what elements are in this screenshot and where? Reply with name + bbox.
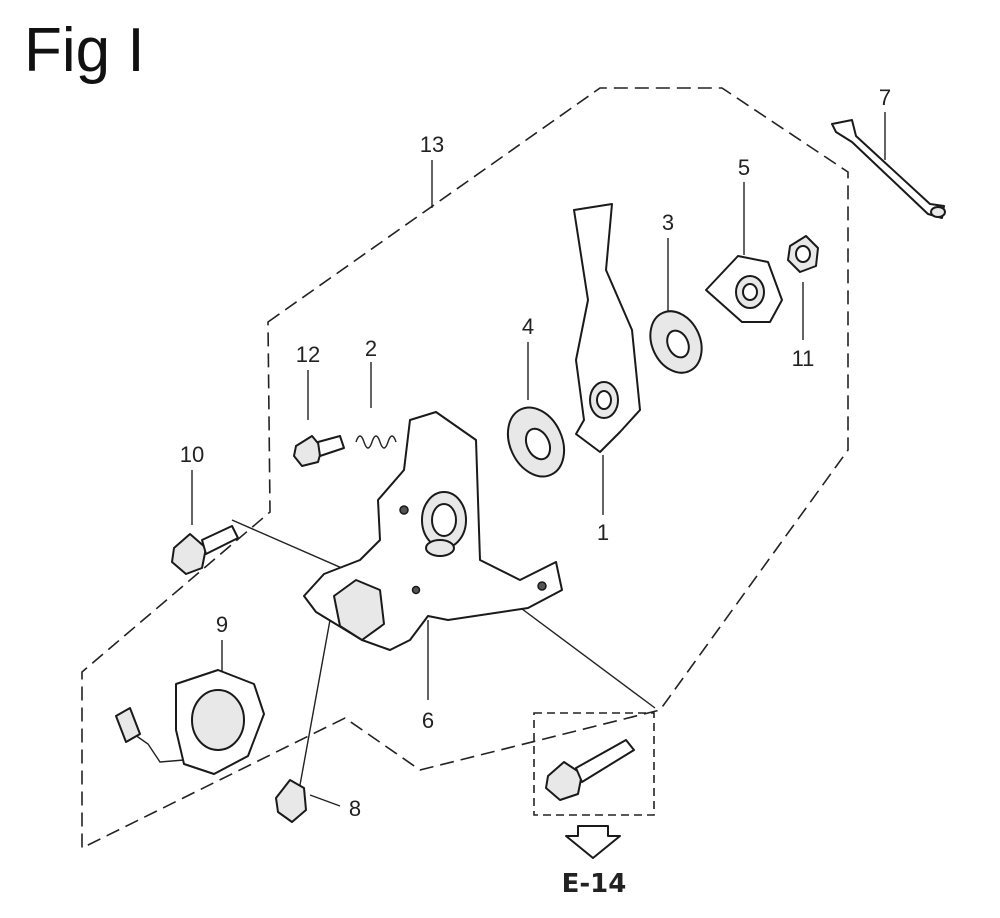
leader-lines — [191, 112, 886, 807]
callout-10: 10 — [180, 442, 204, 467]
callout-11: 11 — [792, 346, 815, 371]
down-arrow-icon — [565, 825, 621, 859]
part-4-washer — [506, 406, 566, 478]
part-7-rod — [831, 119, 946, 219]
callout-5: 5 — [738, 155, 750, 180]
callout-12: 12 — [296, 342, 320, 367]
callout-3: 3 — [662, 210, 674, 235]
part-3-washer — [649, 310, 703, 374]
callout-1: 1 — [597, 520, 609, 545]
callout-4: 4 — [522, 314, 534, 339]
reference-inset — [533, 712, 655, 859]
part-12-bolt — [293, 435, 345, 467]
reference-label: E-14 — [562, 869, 627, 899]
figure-title: Fig I — [24, 16, 145, 85]
assembly-outline — [81, 87, 849, 850]
part-11-nut — [787, 235, 819, 273]
part-10-bolt — [171, 525, 239, 575]
callout-8: 8 — [349, 796, 361, 821]
part-9-switch — [115, 669, 265, 775]
callout-7: 7 — [879, 85, 891, 110]
callout-2: 2 — [365, 336, 377, 361]
part-8-clip — [275, 779, 307, 823]
callout-9: 9 — [216, 612, 228, 637]
callout-6: 6 — [422, 708, 434, 733]
callout-labels: 1 2 3 4 5 6 7 8 9 10 11 12 13 E-14 — [180, 85, 891, 899]
part-1-lever — [573, 203, 641, 453]
callout-13: 13 — [420, 132, 444, 157]
part-5-plate — [705, 255, 783, 323]
part-6-bracket — [303, 411, 563, 651]
part-2-spring — [355, 435, 397, 449]
